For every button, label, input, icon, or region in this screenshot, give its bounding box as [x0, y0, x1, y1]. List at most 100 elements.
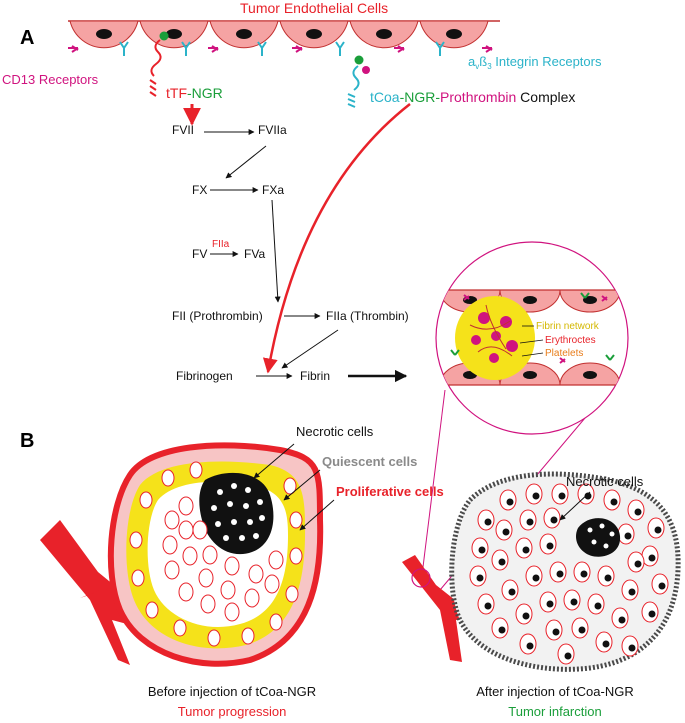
quiescent-cell	[224, 556, 240, 576]
proliferative-cell	[269, 613, 283, 631]
nucleus	[654, 526, 662, 534]
nucleus	[498, 558, 506, 566]
nucleus	[648, 610, 656, 618]
nucleus	[634, 560, 642, 568]
fibrin-label: Fibrin	[300, 369, 330, 383]
inset-vessel-zoom: Fibrin network Erythroctes Platelets	[435, 241, 629, 435]
quiescent-cell	[182, 546, 198, 566]
quiescent-cell	[178, 582, 194, 602]
nucleus	[648, 554, 656, 562]
nucleus	[556, 570, 564, 578]
tcoa-anchor-icon	[347, 93, 356, 108]
necrotic-cell	[603, 543, 609, 549]
proliferative-cell	[173, 619, 187, 637]
necrotic-core-cells	[211, 483, 265, 541]
nucleus	[604, 574, 612, 582]
fvii-label: FVII	[172, 123, 194, 137]
fiia-label: FIIa (Thrombin)	[326, 309, 409, 323]
necrotic-cell	[591, 539, 597, 545]
caption-before: Before injection of tCoa-NGR	[148, 684, 316, 699]
panel-a-letter: A	[20, 27, 34, 49]
erythrocytes-label: Erythroctes	[545, 335, 596, 346]
necrotic-cell	[223, 535, 229, 541]
zoom-connector-left	[421, 389, 446, 576]
necrotic-cell	[247, 519, 253, 525]
nucleus	[484, 602, 492, 610]
nucleus	[610, 498, 618, 506]
nucleus	[618, 616, 626, 624]
coagulation-cascade: FVII FVIIa FX FXa FV FIIa FVa FII (Proth…	[172, 123, 409, 383]
blood-vessel-branch	[80, 585, 120, 598]
necrotic-cell	[587, 527, 593, 533]
ttf-anchor-icon	[149, 79, 157, 97]
cell-nucleus	[306, 29, 322, 39]
fibrin-network-label: Fibrin network	[536, 321, 600, 332]
integrin-label: avß3 Integrin Receptors	[468, 54, 602, 71]
quiescent-cell	[198, 568, 214, 588]
proliferative-cell	[289, 547, 303, 565]
proliferative-cell	[131, 569, 145, 587]
fviia-to-fx-arrow	[225, 145, 267, 179]
cell-nucleus	[166, 29, 182, 39]
quiescent-cell	[164, 510, 180, 530]
necrotic-cell	[253, 533, 259, 539]
necrotic-cell	[599, 523, 605, 529]
proliferative-cells	[129, 461, 303, 647]
fiia-catalyst-label: FIIa	[212, 239, 230, 250]
nucleus	[552, 628, 560, 636]
endothelial-title: Tumor Endothelial Cells	[240, 0, 388, 16]
quiescent-cell	[268, 550, 284, 570]
ngr-peptide-dot	[159, 31, 169, 41]
necrotic-cell	[257, 499, 263, 505]
nucleus	[506, 498, 514, 506]
platelets-label: Platelets	[545, 348, 583, 359]
tcoa-protein-strand	[352, 65, 360, 91]
infarct-core-cells	[587, 523, 615, 549]
quiescent-cells	[162, 496, 284, 622]
caption-after-sub: Tumor infarction	[508, 704, 601, 719]
caption-after: After injection of tCoa-NGR	[476, 684, 634, 699]
nucleus	[594, 602, 602, 610]
quiescent-pointer	[283, 469, 321, 501]
proliferative-cell	[189, 461, 203, 479]
proliferative-cell	[289, 511, 303, 529]
proliferative-cell	[207, 629, 221, 647]
quiescent-cell	[224, 602, 240, 622]
ttf-protein-strand	[150, 39, 162, 77]
fibrinogen-label: Fibrinogen	[176, 369, 233, 383]
cell-nucleus	[376, 29, 392, 39]
fv-label: FV	[192, 247, 207, 261]
receptor-group	[68, 41, 493, 56]
cell-nucleus	[236, 29, 252, 39]
nucleus	[550, 516, 558, 524]
nucleus	[478, 546, 486, 554]
quiescent-cell	[162, 535, 178, 555]
cd13-receptor	[601, 295, 608, 302]
cell-nucleus	[523, 371, 537, 379]
panel-b-letter: B	[20, 430, 34, 452]
quiescent-cell	[178, 496, 194, 516]
nucleus	[570, 598, 578, 606]
necrotic-cell	[245, 487, 251, 493]
integrin-receptor	[119, 41, 129, 56]
integrin-receptor	[580, 292, 590, 299]
cd13-receptor	[482, 45, 493, 53]
cd13-receptor	[394, 45, 405, 53]
cd13-receptor	[68, 45, 79, 53]
tcoa-complex-label: tCoa-NGR-Prothrombin Complex	[370, 89, 575, 105]
nucleus	[526, 642, 534, 650]
blood-vessel-left	[40, 520, 170, 665]
nucleus	[526, 518, 534, 526]
necrotic-cell	[215, 521, 221, 527]
erythrocyte	[506, 340, 518, 352]
erythrocyte	[489, 353, 499, 363]
necrotic-cell	[609, 531, 615, 537]
necrotic-cells-label-right: Necrotic cells	[566, 474, 644, 489]
quiescent-cell	[164, 560, 180, 580]
quiescent-cell	[200, 594, 216, 614]
nucleus	[522, 612, 530, 620]
fibrin-strands	[469, 304, 513, 357]
fii-label: FII (Prothrombin)	[172, 309, 263, 323]
quiescent-cell	[192, 520, 208, 540]
necrotic-cell	[231, 483, 237, 489]
